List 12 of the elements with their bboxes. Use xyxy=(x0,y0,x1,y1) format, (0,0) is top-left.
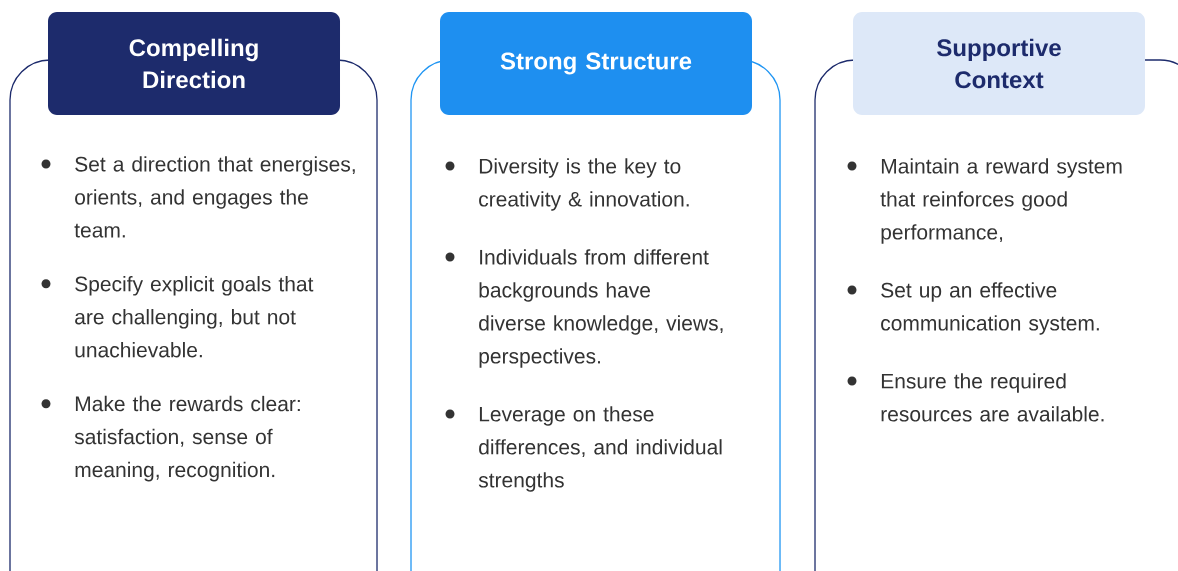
heading-box: Supportive Context xyxy=(853,12,1145,115)
bullet-item: Maintain a reward system that reinforces good performance, xyxy=(847,158,1122,244)
bullet-item: Ensure the required resources are available. xyxy=(847,373,1104,422)
bullet-item: Set a direction that energises, orients, and engages the team. xyxy=(41,156,355,238)
bullet-item: Specify explicit goals that are challenging, but not unachievable. xyxy=(41,276,314,358)
heading-box: Strong Structure xyxy=(440,12,752,115)
bullet-item: Diversity is the key to creativity & innovation. xyxy=(445,158,689,211)
heading-box: Compelling Direction xyxy=(48,12,340,115)
bullet-item: Leverage on these differences, and individual strengths xyxy=(445,406,722,492)
bullet-item: Set up an effective communication system. xyxy=(847,282,1099,335)
bullet-item: Make the rewards clear: satisfaction, sense of meaning, recognition. xyxy=(41,395,300,482)
bullet-item: Individuals from different backgrounds have diverse knowledge, views, perspectives. xyxy=(445,249,723,368)
